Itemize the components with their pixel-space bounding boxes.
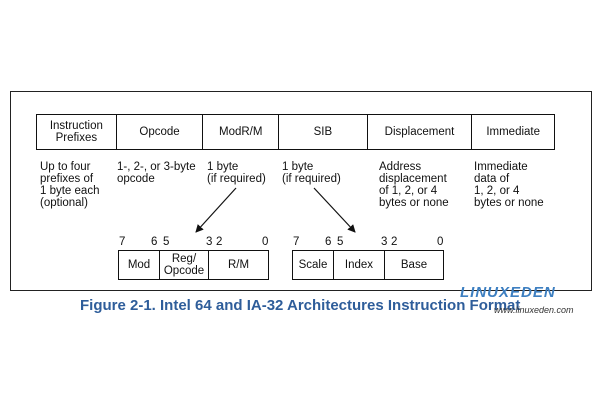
field-opcode: Opcode xyxy=(117,115,204,149)
sib-bit-3: 3 xyxy=(381,236,388,248)
sib-index: Index xyxy=(334,251,385,279)
modrm-bit-6: 6 xyxy=(151,236,158,248)
sib-scale: Scale xyxy=(293,251,334,279)
sib-expand-arrow xyxy=(313,187,356,233)
modrm-bit-2: 2 xyxy=(216,236,223,248)
modrm-bit-3: 3 xyxy=(206,236,213,248)
field-sib: SIB xyxy=(279,115,368,149)
desc-opcode: 1-, 2-, or 3-byte opcode xyxy=(117,161,196,185)
desc-immediate: Immediate data of 1, 2, or 4 bytes or no… xyxy=(474,161,544,209)
watermark-logo: LINUXEDEN xyxy=(460,284,556,301)
desc-prefixes: Up to four prefixes of 1 byte each (opti… xyxy=(40,161,100,209)
modrm-byte-table: Mod Reg/ Opcode R/M xyxy=(118,250,269,280)
instruction-format-table: Instruction Prefixes Opcode ModR/M SIB D… xyxy=(36,114,555,150)
field-displacement: Displacement xyxy=(368,115,473,149)
sib-bit-7: 7 xyxy=(293,236,300,248)
sib-bit-5: 5 xyxy=(337,236,344,248)
figure-frame xyxy=(10,91,592,291)
desc-displacement: Address displacement of 1, 2, or 4 bytes… xyxy=(379,161,449,209)
figure-caption: Figure 2-1. Intel 64 and IA-32 Architect… xyxy=(80,297,521,314)
sib-bit-6: 6 xyxy=(325,236,332,248)
desc-modrm: 1 byte (if required) xyxy=(207,161,266,185)
modrm-reg-opcode: Reg/ Opcode xyxy=(160,251,209,279)
field-immediate: Immediate xyxy=(486,126,540,138)
modrm-bit-5: 5 xyxy=(163,236,170,248)
field-prefixes: Instruction Prefixes xyxy=(37,115,117,149)
watermark-url: www.linuxeden.com xyxy=(494,305,574,315)
sib-bit-0: 0 xyxy=(437,236,444,248)
modrm-mod: Mod xyxy=(119,251,160,279)
modrm-rm: R/M xyxy=(227,259,250,271)
field-modrm: ModR/M xyxy=(203,115,280,149)
sib-byte-table: Scale Index Base xyxy=(292,250,444,280)
sib-bit-2: 2 xyxy=(391,236,398,248)
modrm-bit-0: 0 xyxy=(262,236,269,248)
sib-base: Base xyxy=(400,259,428,271)
modrm-expand-arrow xyxy=(195,187,237,233)
desc-sib: 1 byte (if required) xyxy=(282,161,341,185)
modrm-bit-7: 7 xyxy=(119,236,126,248)
